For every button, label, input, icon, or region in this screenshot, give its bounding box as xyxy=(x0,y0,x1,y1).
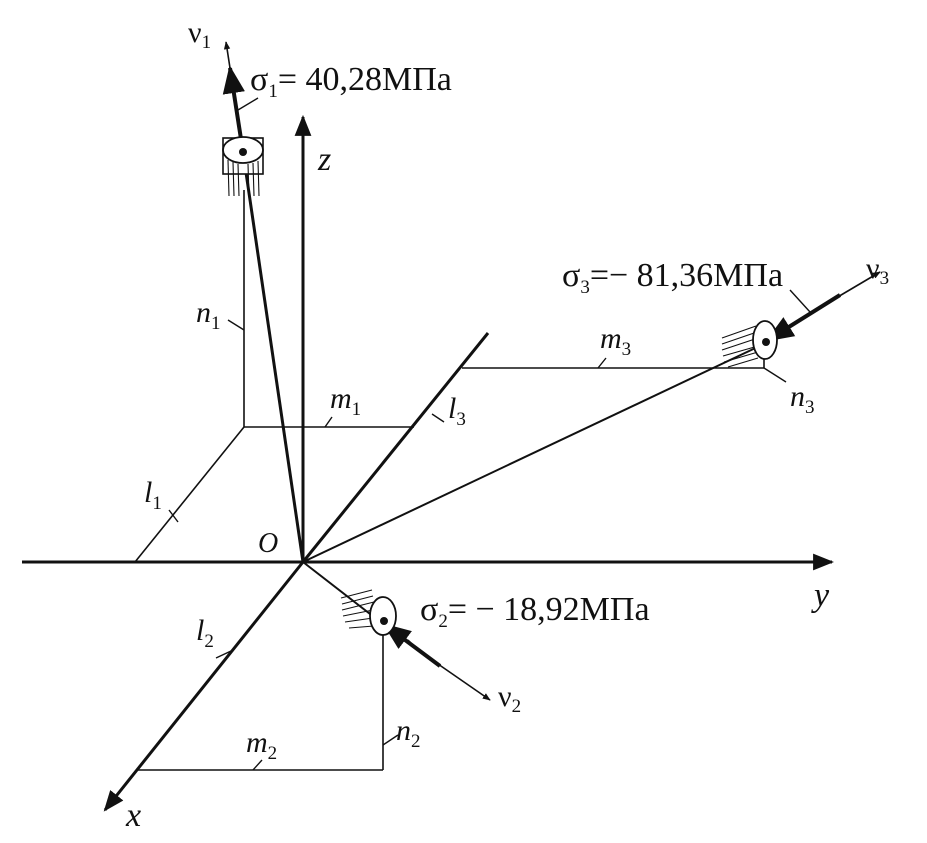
nu3-label: ν3 xyxy=(866,252,889,289)
surface-element-2-icon xyxy=(340,589,397,636)
x-axis-line xyxy=(103,561,305,812)
nu3-arrow-tip xyxy=(835,271,881,299)
nu3-direction-line xyxy=(302,342,767,563)
x-axis-label: x xyxy=(125,797,141,834)
l2-leader xyxy=(215,650,232,659)
m1-label: m1 xyxy=(330,382,361,420)
l1-label: l1 xyxy=(144,476,162,514)
sigma1-leader xyxy=(237,97,259,111)
n3-label: n3 xyxy=(790,380,815,418)
surface-element-1-icon xyxy=(222,136,264,197)
sigma1-label: σ1= 40,28МПа xyxy=(250,61,452,102)
nu3-vector xyxy=(765,293,842,342)
nu1-label: ν1 xyxy=(188,16,211,53)
surface-element-3-icon xyxy=(721,320,778,368)
m3-leader xyxy=(597,357,607,369)
l1-projection-line xyxy=(134,426,245,563)
l3-leader xyxy=(431,413,445,423)
nu2-label: ν2 xyxy=(498,680,521,717)
n2-label: n2 xyxy=(396,714,421,752)
m2-leader xyxy=(252,759,263,771)
l1-leader xyxy=(168,509,179,523)
sigma3-label: σ3=− 81,36МПа xyxy=(562,257,783,298)
nu2-arrow-tip xyxy=(437,663,491,701)
m3-label: m3 xyxy=(600,322,631,360)
m2-label: m2 xyxy=(246,726,277,764)
sigma2-label: σ2= − 18,92МПа xyxy=(420,591,650,632)
l3-label: l3 xyxy=(448,392,466,430)
n2-leader xyxy=(382,734,399,746)
z-axis-label: z xyxy=(317,141,331,178)
x-axis-negative-line xyxy=(301,332,490,563)
n1-label: n1 xyxy=(196,296,221,334)
nu2-vector xyxy=(382,623,442,668)
origin-label: O xyxy=(258,528,278,559)
sigma3-leader xyxy=(789,289,811,313)
m1-leader xyxy=(324,416,333,428)
n1-leader xyxy=(227,319,245,331)
l2-label: l2 xyxy=(196,614,214,652)
nu1-direction-line xyxy=(241,151,305,563)
y-axis-label: y xyxy=(811,577,830,614)
nu1-arrow-tip xyxy=(223,41,231,69)
sigma2-leader xyxy=(407,639,419,651)
n3-leader xyxy=(763,367,787,383)
